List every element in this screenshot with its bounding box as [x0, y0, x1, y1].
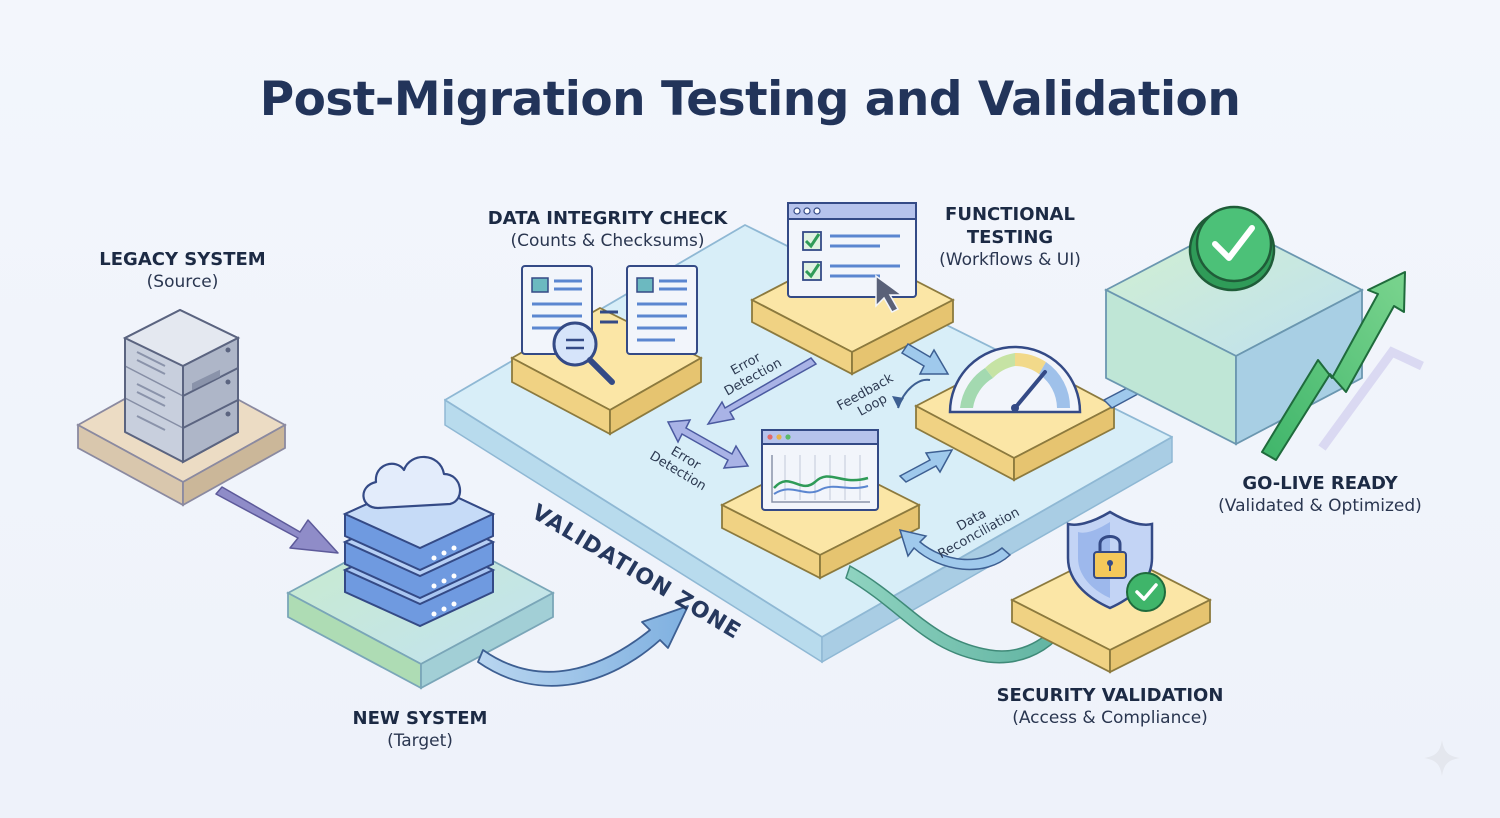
chart-window-icon	[761, 429, 879, 511]
growth-arrow-icon	[1261, 271, 1424, 461]
legacy-system	[76, 308, 287, 507]
page-title: Post-Migration Testing and Validation	[259, 72, 1241, 127]
legacy-system-subtitle: (Source)	[146, 272, 219, 292]
document-icon-right	[626, 265, 698, 355]
legacy-system-label: LEGACY SYSTEM (Source)	[80, 248, 285, 294]
functional-testing-title-1: FUNCTIONAL	[945, 204, 1075, 225]
check-badge-icon	[1126, 572, 1166, 612]
data-integrity-tile	[510, 265, 703, 436]
security-validation-title: SECURITY VALIDATION	[996, 685, 1224, 706]
data-integrity-subtitle: (Counts & Checksums)	[510, 231, 705, 251]
sparkle-icon	[1424, 740, 1460, 776]
flow-arrows	[666, 342, 1178, 664]
go-live-label: GO-LIVE READY (Validated & Optimized)	[1200, 472, 1440, 518]
go-live-check-icon	[1188, 205, 1276, 292]
security-validation-label: SECURITY VALIDATION (Access & Compliance…	[985, 684, 1235, 730]
legacy-to-new-arrow	[215, 486, 339, 554]
functional-testing-label: FUNCTIONAL TESTING (Workflows & UI)	[915, 203, 1105, 272]
cursor-icon	[875, 274, 905, 313]
legacy-server-icon	[122, 308, 241, 464]
new-to-zone-arrow	[477, 605, 689, 687]
go-live-block	[1104, 205, 1364, 446]
legacy-system-title: LEGACY SYSTEM	[99, 249, 266, 270]
cloud-icon	[362, 455, 461, 510]
go-live-title: GO-LIVE READY	[1242, 473, 1398, 494]
browser-window-icon	[787, 202, 917, 298]
go-live-subtitle: (Validated & Optimized)	[1218, 496, 1422, 516]
security-tile	[1010, 510, 1212, 674]
security-validation-subtitle: (Access & Compliance)	[1012, 708, 1208, 728]
functional-testing-subtitle: (Workflows & UI)	[939, 250, 1081, 270]
gauge-icon	[948, 345, 1082, 414]
reconciliation-tile	[720, 429, 921, 580]
new-system	[286, 455, 555, 690]
data-integrity-label: DATA INTEGRITY CHECK (Counts & Checksums…	[470, 207, 745, 253]
functional-testing-title-2: TESTING	[966, 227, 1054, 248]
lock-icon	[1093, 535, 1127, 579]
equals-icon	[600, 310, 618, 324]
new-system-subtitle: (Target)	[387, 731, 453, 751]
new-system-title: NEW SYSTEM	[352, 708, 488, 729]
data-integrity-title: DATA INTEGRITY CHECK	[487, 208, 728, 229]
functional-testing-tile	[750, 202, 955, 376]
new-system-label: NEW SYSTEM (Target)	[320, 707, 520, 753]
magnifier-icon	[552, 321, 615, 385]
performance-tile	[914, 345, 1116, 482]
